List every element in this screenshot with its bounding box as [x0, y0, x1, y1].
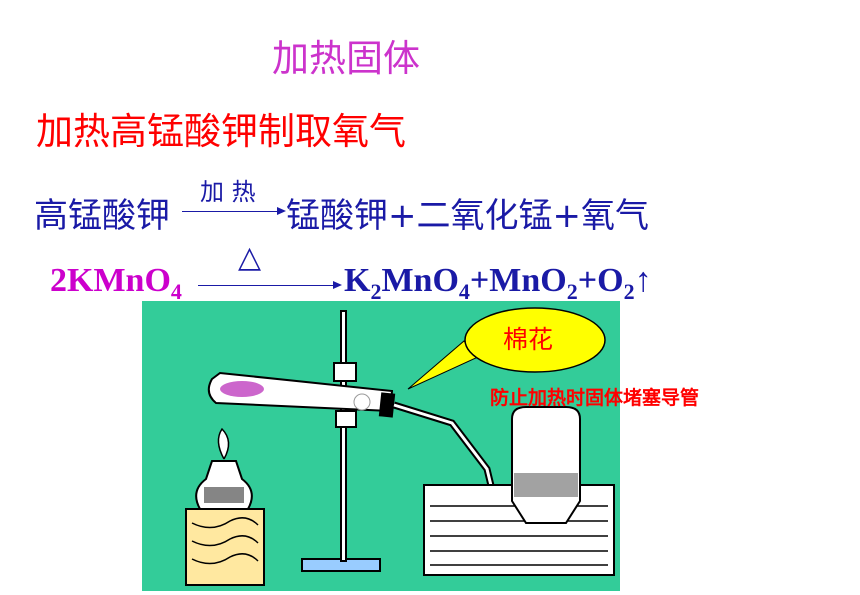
word-equation-products: 锰酸钾+二氧化锰+氧气 — [286, 196, 649, 236]
oxygen-preparation-apparatus — [142, 301, 620, 591]
word-equation-condition: 加 热 — [200, 178, 256, 206]
stand-rod — [340, 310, 347, 562]
stopper — [378, 392, 396, 418]
flame — [217, 427, 230, 460]
gas-collecting-bottle — [511, 406, 581, 524]
callout-label: 棉花 — [503, 325, 554, 354]
chemical-equation-reactant: 2KMnO4 — [50, 262, 182, 304]
word-equation-reactant: 高锰酸钾 — [34, 196, 170, 236]
wooden-block — [185, 508, 265, 586]
chemical-equation-arrow-head — [333, 281, 342, 289]
page-subtitle: 加热高锰酸钾制取氧气 — [36, 110, 406, 153]
page-title: 加热固体 — [272, 37, 420, 80]
chemical-equation-arrow — [198, 285, 334, 286]
cotton — [353, 393, 371, 411]
water-lines — [430, 505, 608, 566]
word-equation-arrow-head — [277, 207, 286, 215]
callout-bubble — [464, 307, 606, 373]
clamp — [333, 362, 357, 382]
callout-note: 防止加热时固体堵塞导管 — [490, 387, 700, 409]
potassium-permanganate — [220, 381, 264, 397]
word-equation-arrow — [182, 211, 278, 212]
heat-symbol: △ — [238, 240, 262, 275]
chemical-equation-products: K2MnO4+MnO2+O2↑ — [344, 262, 652, 304]
clamp-lower — [335, 410, 357, 428]
